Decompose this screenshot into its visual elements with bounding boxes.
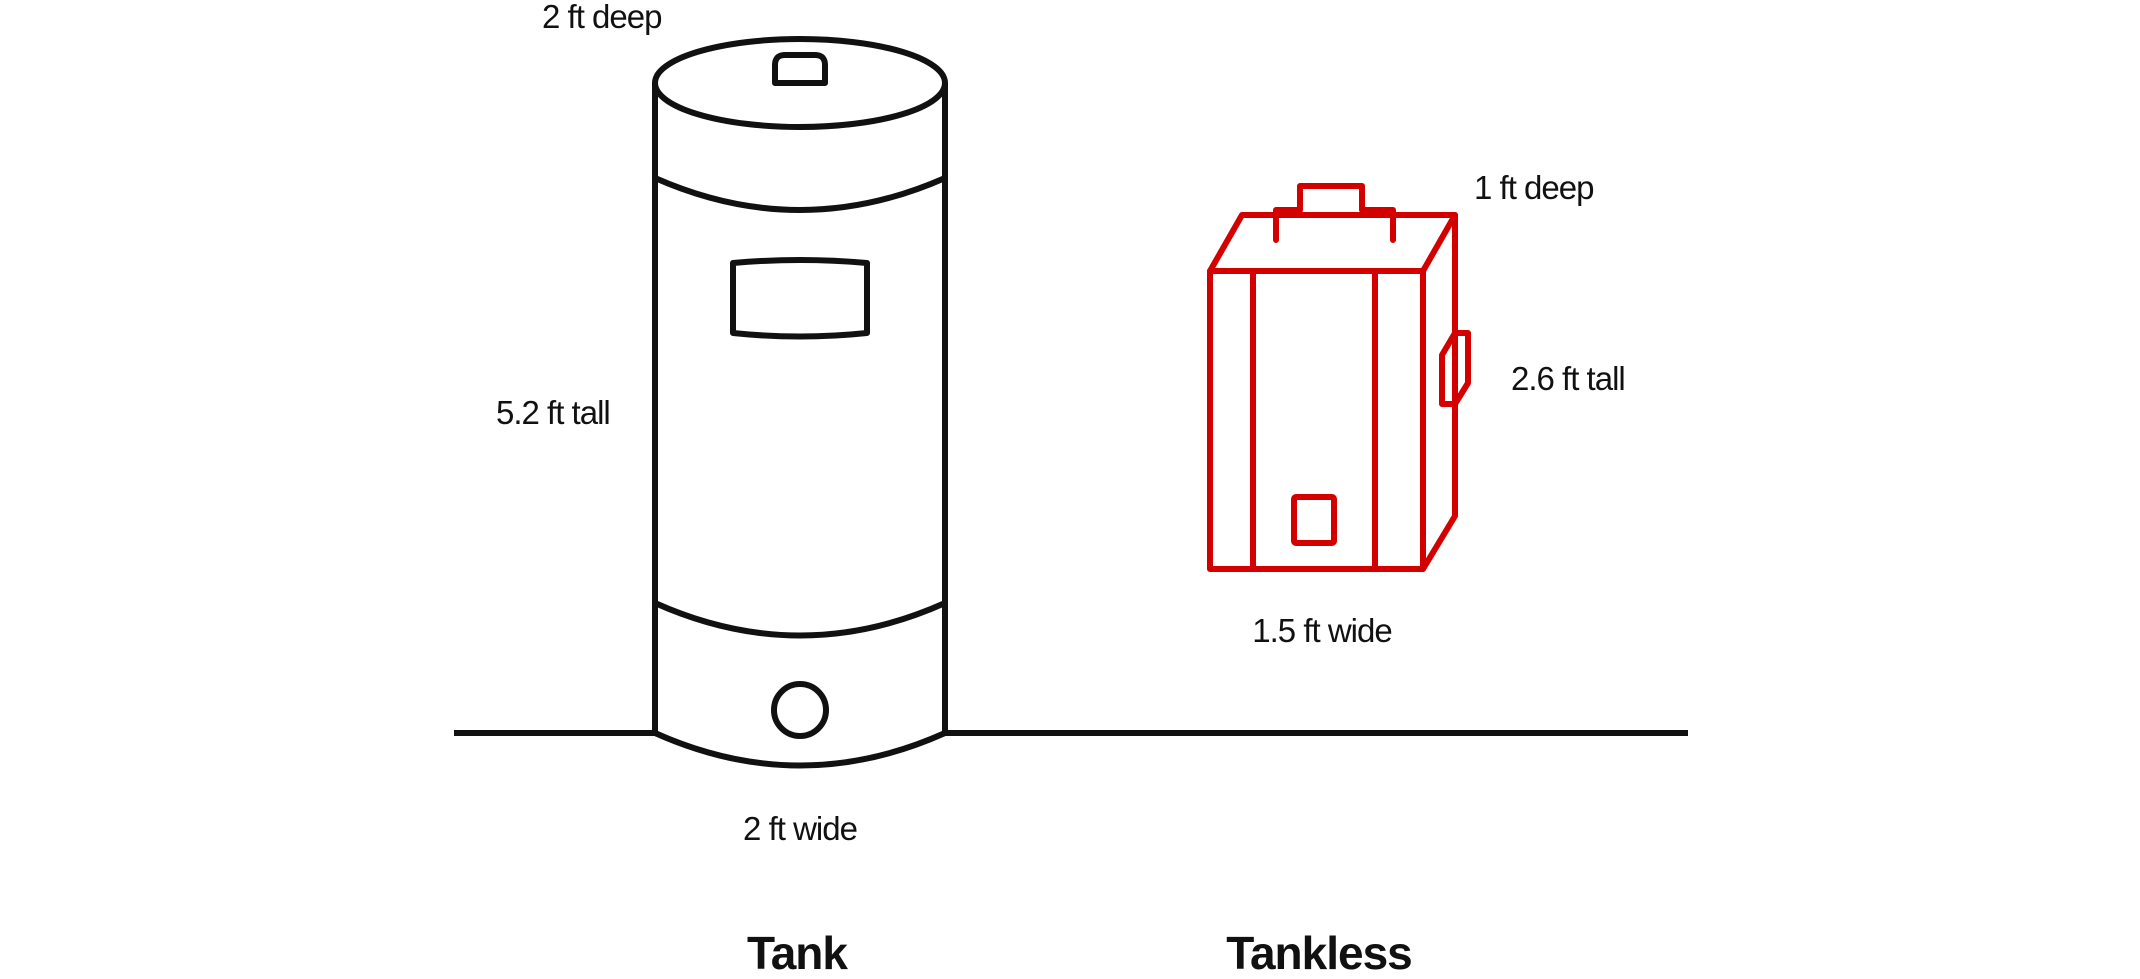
- tankless-title: Tankless: [1226, 927, 1412, 979]
- tank-lower-band: [652, 600, 948, 639]
- tankless-width-label: 1.5 ft wide: [1252, 612, 1392, 649]
- tank-label-plate: [730, 257, 870, 340]
- tank-top-handle: [772, 52, 828, 86]
- tank-width-label: 2 ft wide: [743, 810, 858, 847]
- tankless-depth-label: 1 ft deep: [1474, 169, 1594, 206]
- tankless-top-face: [1207, 212, 1458, 274]
- tank-drain-valve: [771, 681, 829, 739]
- tank-title: Tank: [747, 927, 848, 979]
- tank-upper-band: [652, 175, 948, 213]
- tankless-display: [1291, 494, 1337, 546]
- tank-depth-label: 2 ft deep: [542, 0, 662, 35]
- tankless-front-face: [1207, 268, 1426, 572]
- tank-heater-illustration: [652, 36, 948, 769]
- tankless-heater-illustration: [1207, 183, 1471, 572]
- tankless-height-label: 2.6 ft tall: [1511, 360, 1626, 397]
- tank-bottom-curve: [652, 730, 948, 769]
- tankless-side-knob: [1439, 330, 1471, 407]
- tank-height-label: 5.2 ft tall: [496, 394, 611, 431]
- tankless-side-face: [1420, 212, 1458, 572]
- tankless-top-connector: [1273, 183, 1396, 243]
